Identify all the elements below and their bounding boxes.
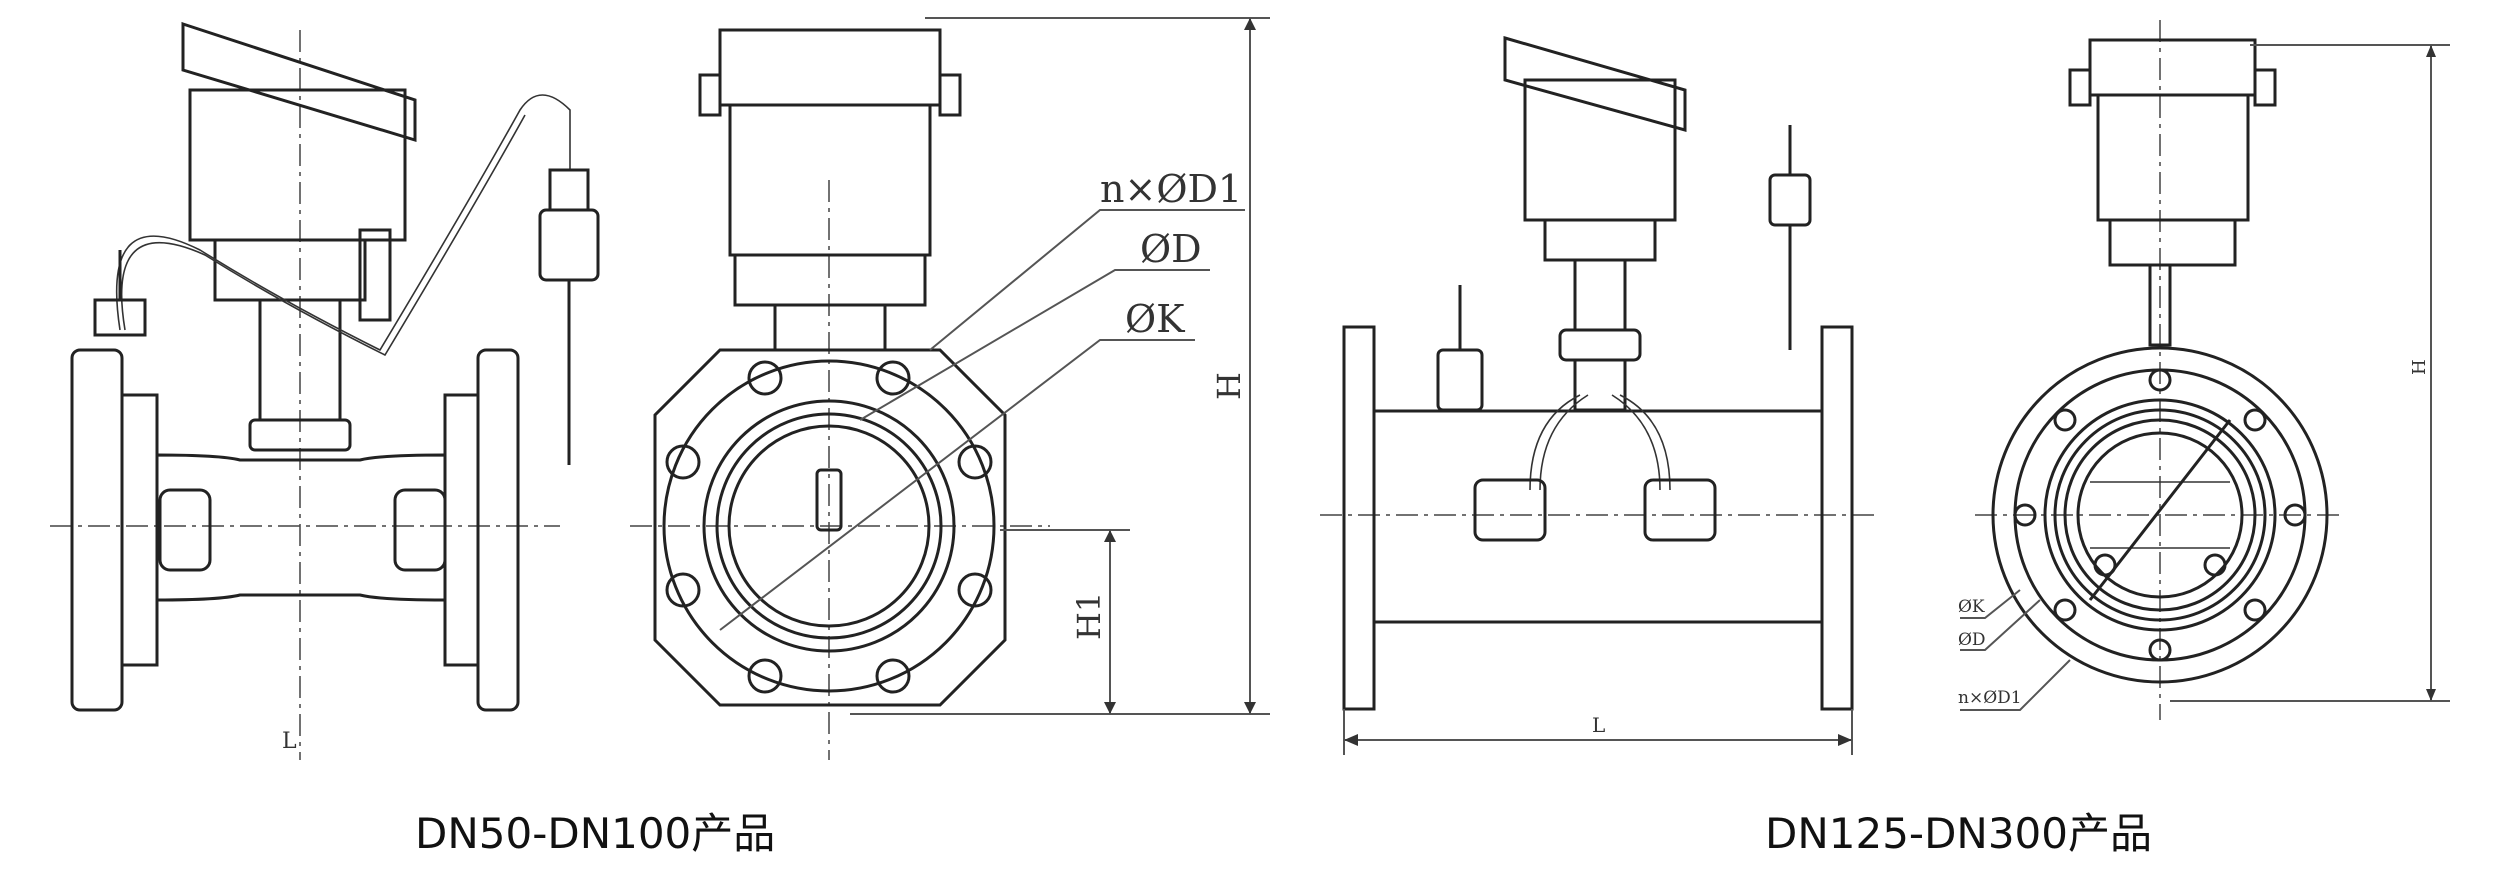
label-bolt-circle-right: ØK bbox=[1958, 597, 1985, 617]
label-length: L bbox=[282, 729, 297, 754]
bolt-holes bbox=[665, 360, 993, 694]
label-center-height: H1 bbox=[1070, 592, 1108, 640]
left-front-view: n×ØD1 ØD ØK H H1 L bbox=[282, 17, 1270, 760]
right-front-view: ØK ØD n×ØD1 H bbox=[1958, 20, 2450, 720]
caption-right: DN125-DN300产品 bbox=[1765, 809, 2153, 858]
label-outer-dia-right: ØD bbox=[1958, 630, 1986, 650]
right-side-view: L bbox=[1320, 36, 1880, 755]
left-side-view bbox=[50, 21, 600, 760]
label-outer-dia: ØD bbox=[1140, 227, 1202, 271]
label-holes-right: n×ØD1 bbox=[1958, 688, 2022, 708]
label-bolt-circle: ØK bbox=[1125, 297, 1185, 341]
bolt-holes-right bbox=[2013, 368, 2307, 662]
label-holes: n×ØD1 bbox=[1100, 167, 1242, 211]
label-height: H bbox=[1210, 372, 1248, 400]
caption-left: DN50-DN100产品 bbox=[415, 809, 776, 858]
label-length-right: L bbox=[1592, 713, 1605, 737]
label-height-right: H bbox=[2409, 359, 2430, 375]
